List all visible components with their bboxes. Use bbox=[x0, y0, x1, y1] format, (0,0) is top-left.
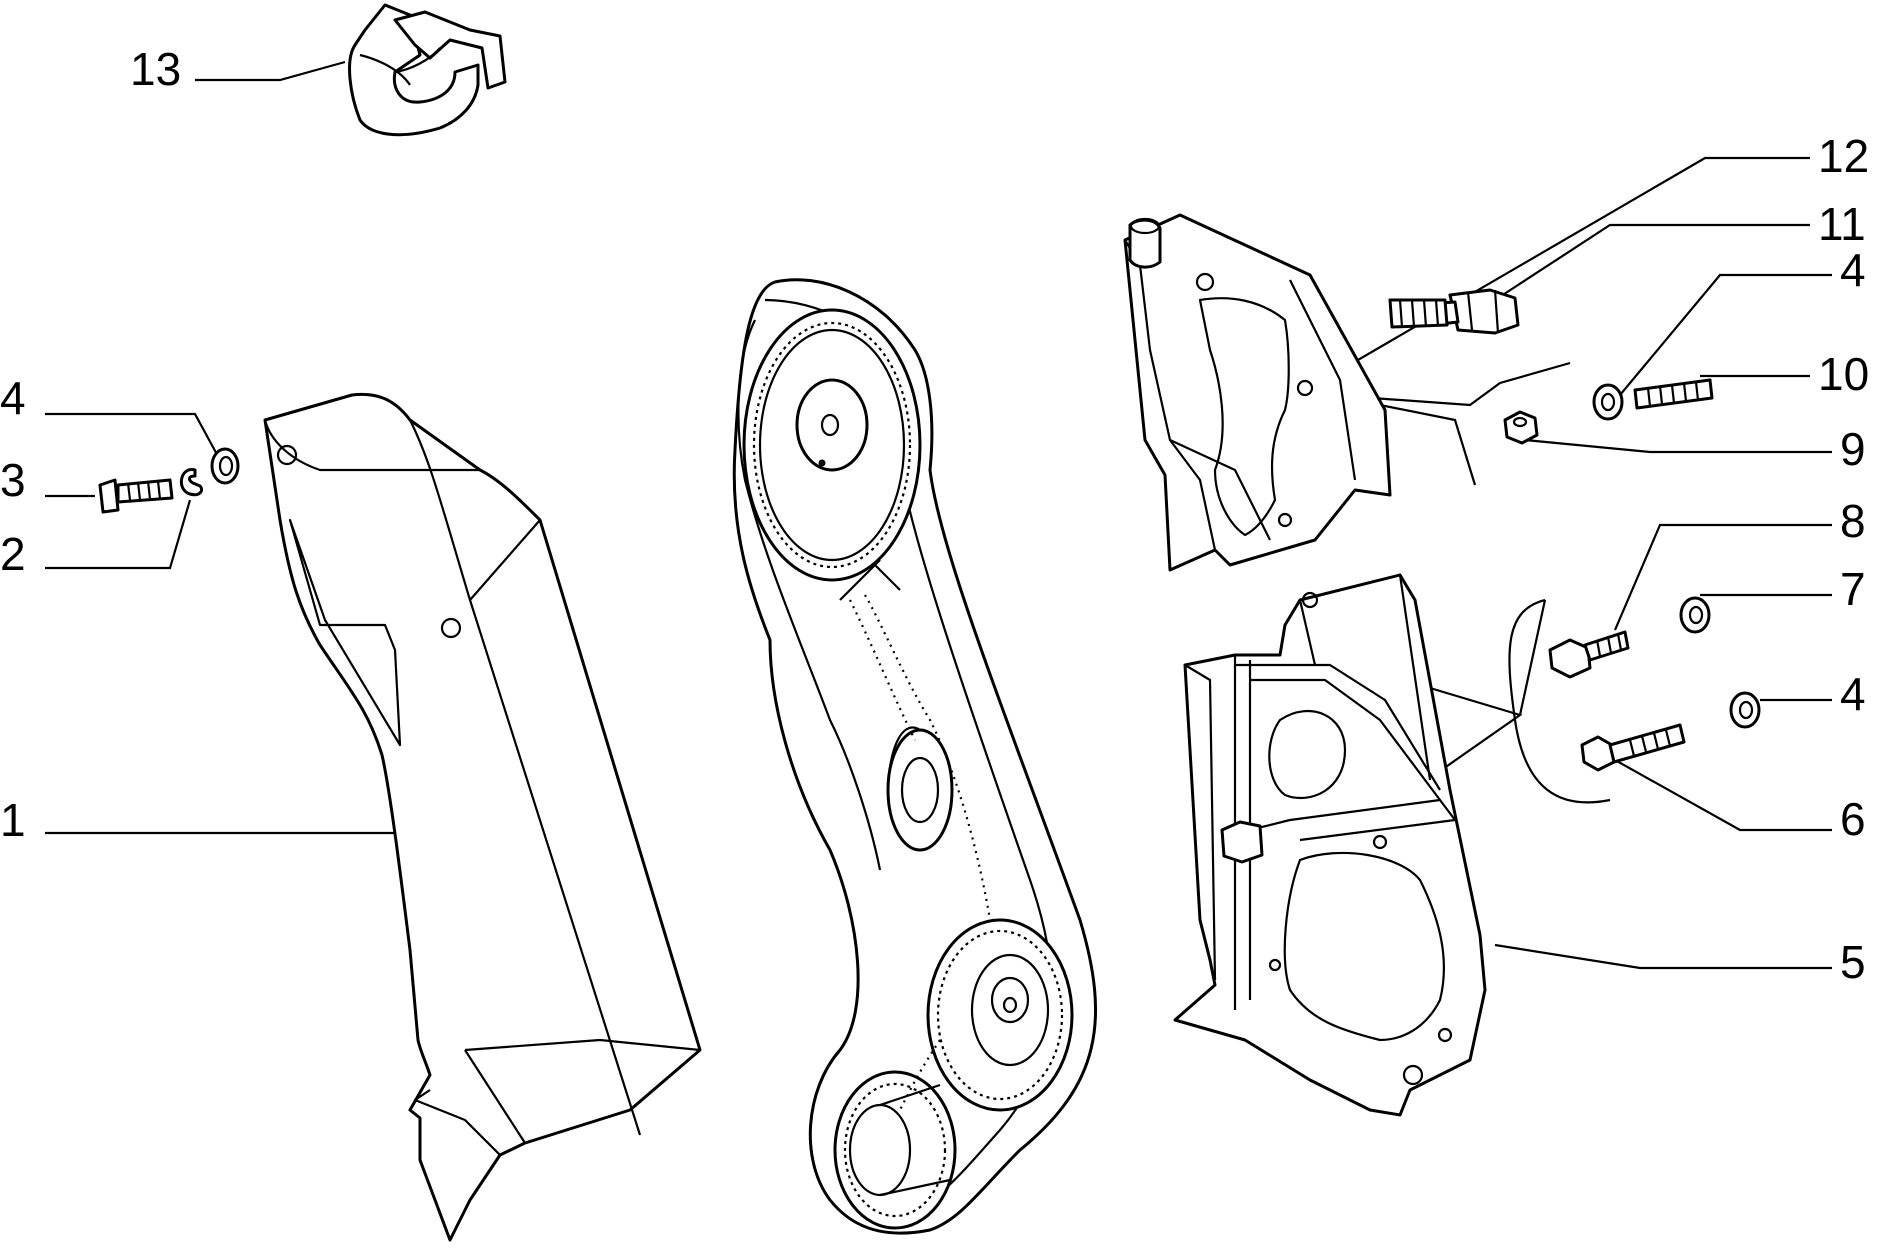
callout-4-middle-right: 4 bbox=[1840, 668, 1866, 720]
part-1-front-cover bbox=[263, 392, 702, 1242]
part-3-bolt bbox=[98, 478, 174, 514]
callout-12: 12 bbox=[1818, 130, 1869, 182]
belt-teeth bbox=[849, 594, 992, 1111]
part-2-circlip bbox=[179, 468, 204, 497]
part-7-washer bbox=[1679, 596, 1711, 634]
part-13-clip bbox=[348, 3, 507, 137]
callout-1: 1 bbox=[0, 794, 26, 846]
tensioner-pulley bbox=[886, 726, 954, 852]
callout-8: 8 bbox=[1840, 495, 1866, 547]
callout-4-upper-right: 4 bbox=[1840, 244, 1866, 296]
camshaft-pulley bbox=[742, 308, 922, 582]
callout-2: 2 bbox=[0, 528, 26, 580]
part-5-lower-rear-cover bbox=[1173, 573, 1487, 1117]
part-8-bolt bbox=[1548, 630, 1630, 679]
part-4-washer-left bbox=[210, 447, 240, 485]
part-9-nut bbox=[1503, 410, 1539, 445]
part-11-bolt bbox=[1388, 288, 1520, 335]
leader-lines bbox=[45, 60, 1832, 970]
part-4-washer-middle-right bbox=[1729, 691, 1761, 729]
callout-3: 3 bbox=[0, 454, 26, 506]
callout-13: 13 bbox=[130, 43, 181, 95]
callout-5: 5 bbox=[1840, 936, 1866, 988]
callout-6: 6 bbox=[1840, 793, 1866, 845]
part-6-bolt bbox=[1580, 723, 1686, 772]
callout-10: 10 bbox=[1818, 348, 1869, 400]
part-12-upper-rear-cover bbox=[1123, 213, 1392, 572]
part-4-washer-upper-right bbox=[1592, 383, 1624, 421]
part-10-stud bbox=[1633, 378, 1714, 410]
callout-4-left: 4 bbox=[0, 372, 26, 424]
callout-11: 11 bbox=[1818, 198, 1866, 250]
callout-7: 7 bbox=[1840, 563, 1866, 615]
callout-9: 9 bbox=[1840, 423, 1866, 475]
crankshaft-pulley bbox=[926, 918, 1074, 1112]
drive-pulley bbox=[833, 1070, 957, 1230]
